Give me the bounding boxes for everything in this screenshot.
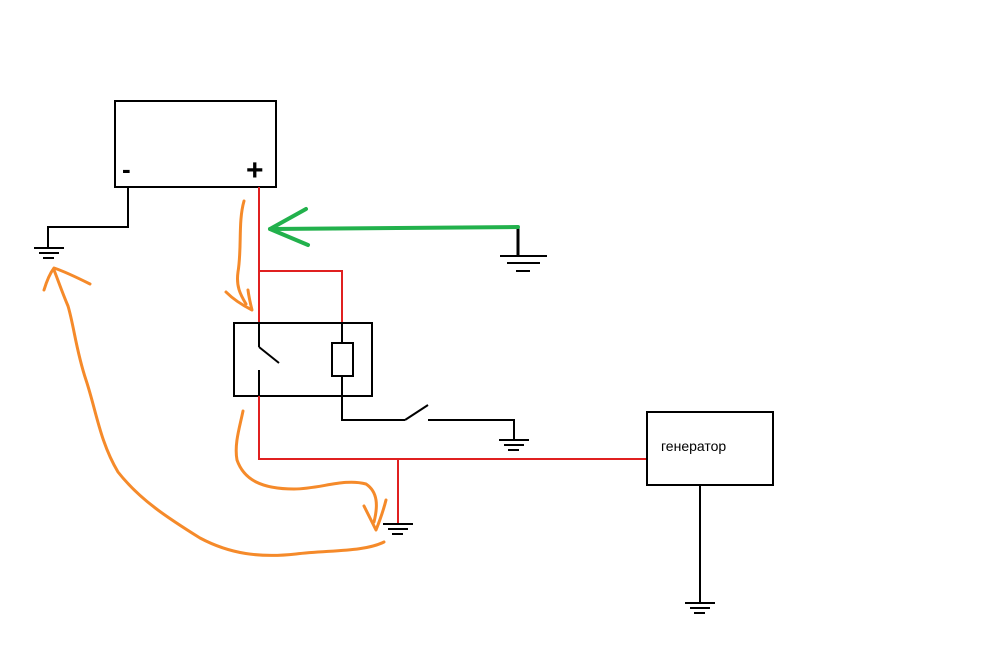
battery-minus-label: -: [122, 154, 131, 184]
generator: генератор: [646, 411, 774, 486]
ground-symbol-icon: [499, 439, 529, 451]
relay-output-wire: [258, 396, 647, 460]
arrow-icon: [224, 199, 254, 312]
arrow-icon: [268, 207, 520, 247]
generator-body: [646, 411, 774, 486]
generator-label: генератор: [661, 438, 726, 454]
ground-symbol-icon: [383, 523, 413, 535]
switch-to-ground-wire: [428, 419, 515, 440]
relay-body: [233, 322, 373, 397]
relay: [233, 322, 373, 397]
relay-coil-icon: [331, 323, 354, 396]
battery-negative-wire: [47, 187, 129, 248]
switch-icon[interactable]: [404, 404, 429, 421]
battery: - +: [114, 100, 277, 188]
battery-plus-label: +: [246, 154, 264, 187]
coil-ground-wire: [341, 396, 405, 421]
arrow-icon: [234, 409, 388, 532]
arrow-icon: [42, 266, 386, 557]
battery-body: [114, 100, 277, 188]
ground-symbol-icon: [685, 602, 715, 614]
ground-symbol-icon: [500, 255, 547, 272]
ground-symbol-icon: [34, 247, 64, 259]
coil-supply-wire: [259, 270, 343, 343]
relay-contact-icon: [258, 323, 280, 396]
